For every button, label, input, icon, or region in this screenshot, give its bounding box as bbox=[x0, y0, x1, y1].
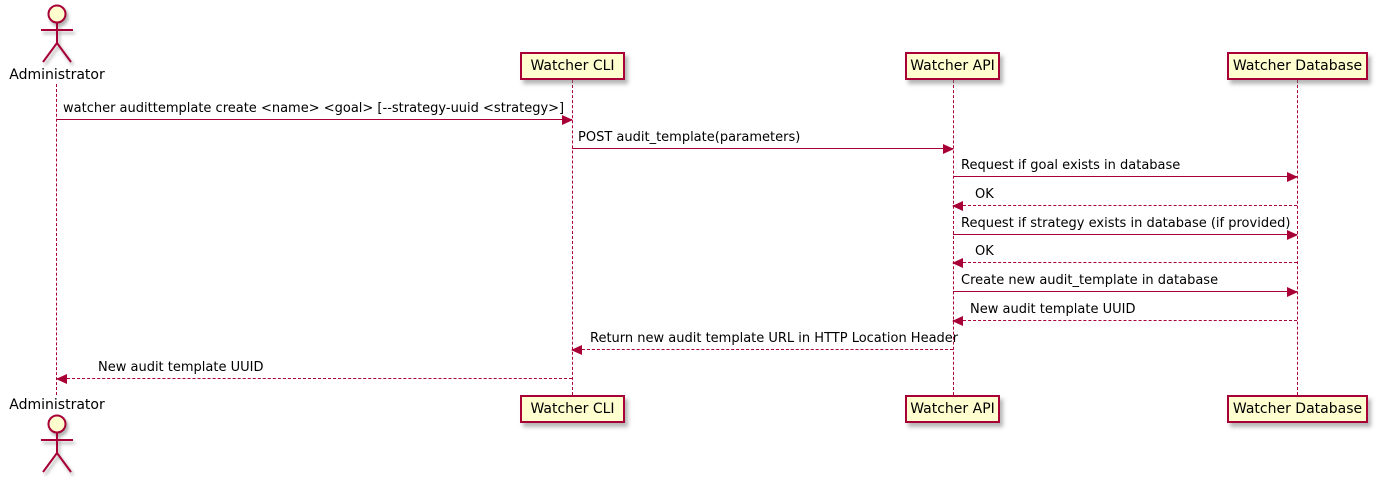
message-label: OK bbox=[975, 187, 994, 202]
administrator-actor-icon bbox=[41, 4, 73, 63]
arrowhead-left-icon bbox=[952, 258, 963, 268]
message-6: OK bbox=[952, 243, 1297, 268]
message-label: Request if strategy exists in database (… bbox=[961, 216, 1291, 231]
arrowhead-right-icon bbox=[562, 115, 573, 125]
message-label: watcher audittemplate create <name> <goa… bbox=[63, 101, 565, 116]
message-label: OK bbox=[975, 244, 994, 259]
message-label: New audit template UUID bbox=[98, 360, 264, 375]
message-label: POST audit_template(parameters) bbox=[578, 130, 801, 145]
actor-label-administrator-top: Administrator bbox=[9, 67, 105, 83]
participant-watcher-cli-top: Watcher CLI bbox=[520, 52, 625, 80]
message-8: New audit template UUID bbox=[952, 301, 1297, 326]
participant-watcher-api-bottom: Watcher API bbox=[905, 395, 1000, 423]
arrowhead-left-icon bbox=[571, 345, 582, 355]
participant-watcher-api-top: Watcher API bbox=[905, 52, 1000, 80]
message-9: Return new audit template URL in HTTP Lo… bbox=[571, 330, 958, 355]
arrowhead-left-icon bbox=[56, 374, 67, 384]
lifeline-administrator bbox=[56, 84, 57, 395]
participant-watcher-database-bottom: Watcher Database bbox=[1227, 395, 1368, 423]
message-10: New audit template UUID bbox=[56, 359, 572, 384]
lifeline-watcher-api bbox=[953, 80, 954, 395]
message-label: New audit template UUID bbox=[970, 302, 1136, 317]
participant-watcher-database-top: Watcher Database bbox=[1227, 52, 1368, 80]
administrator-actor-icon bbox=[41, 414, 73, 473]
message-5: Request if strategy exists in database (… bbox=[953, 215, 1298, 240]
message-2: POST audit_template(parameters) bbox=[572, 129, 954, 154]
arrowhead-left-icon bbox=[952, 201, 963, 211]
actor-label-administrator-bottom: Administrator bbox=[9, 397, 105, 413]
message-1: watcher audittemplate create <name> <goa… bbox=[57, 100, 573, 125]
arrowhead-right-icon bbox=[943, 144, 954, 154]
message-label: Request if goal exists in database bbox=[961, 158, 1181, 173]
arrowhead-right-icon bbox=[1287, 287, 1298, 297]
arrowhead-right-icon bbox=[1287, 172, 1298, 182]
message-7: Create new audit_template in database bbox=[953, 272, 1298, 297]
arrowhead-left-icon bbox=[952, 316, 963, 326]
message-label: Create new audit_template in database bbox=[961, 273, 1219, 288]
arrowhead-right-icon bbox=[1287, 230, 1298, 240]
participant-watcher-cli-bottom: Watcher CLI bbox=[520, 395, 625, 423]
message-4: OK bbox=[952, 186, 1297, 211]
lifeline-watcher-cli bbox=[572, 80, 573, 395]
message-3: Request if goal exists in database bbox=[953, 157, 1298, 182]
message-label: Return new audit template URL in HTTP Lo… bbox=[590, 331, 959, 346]
